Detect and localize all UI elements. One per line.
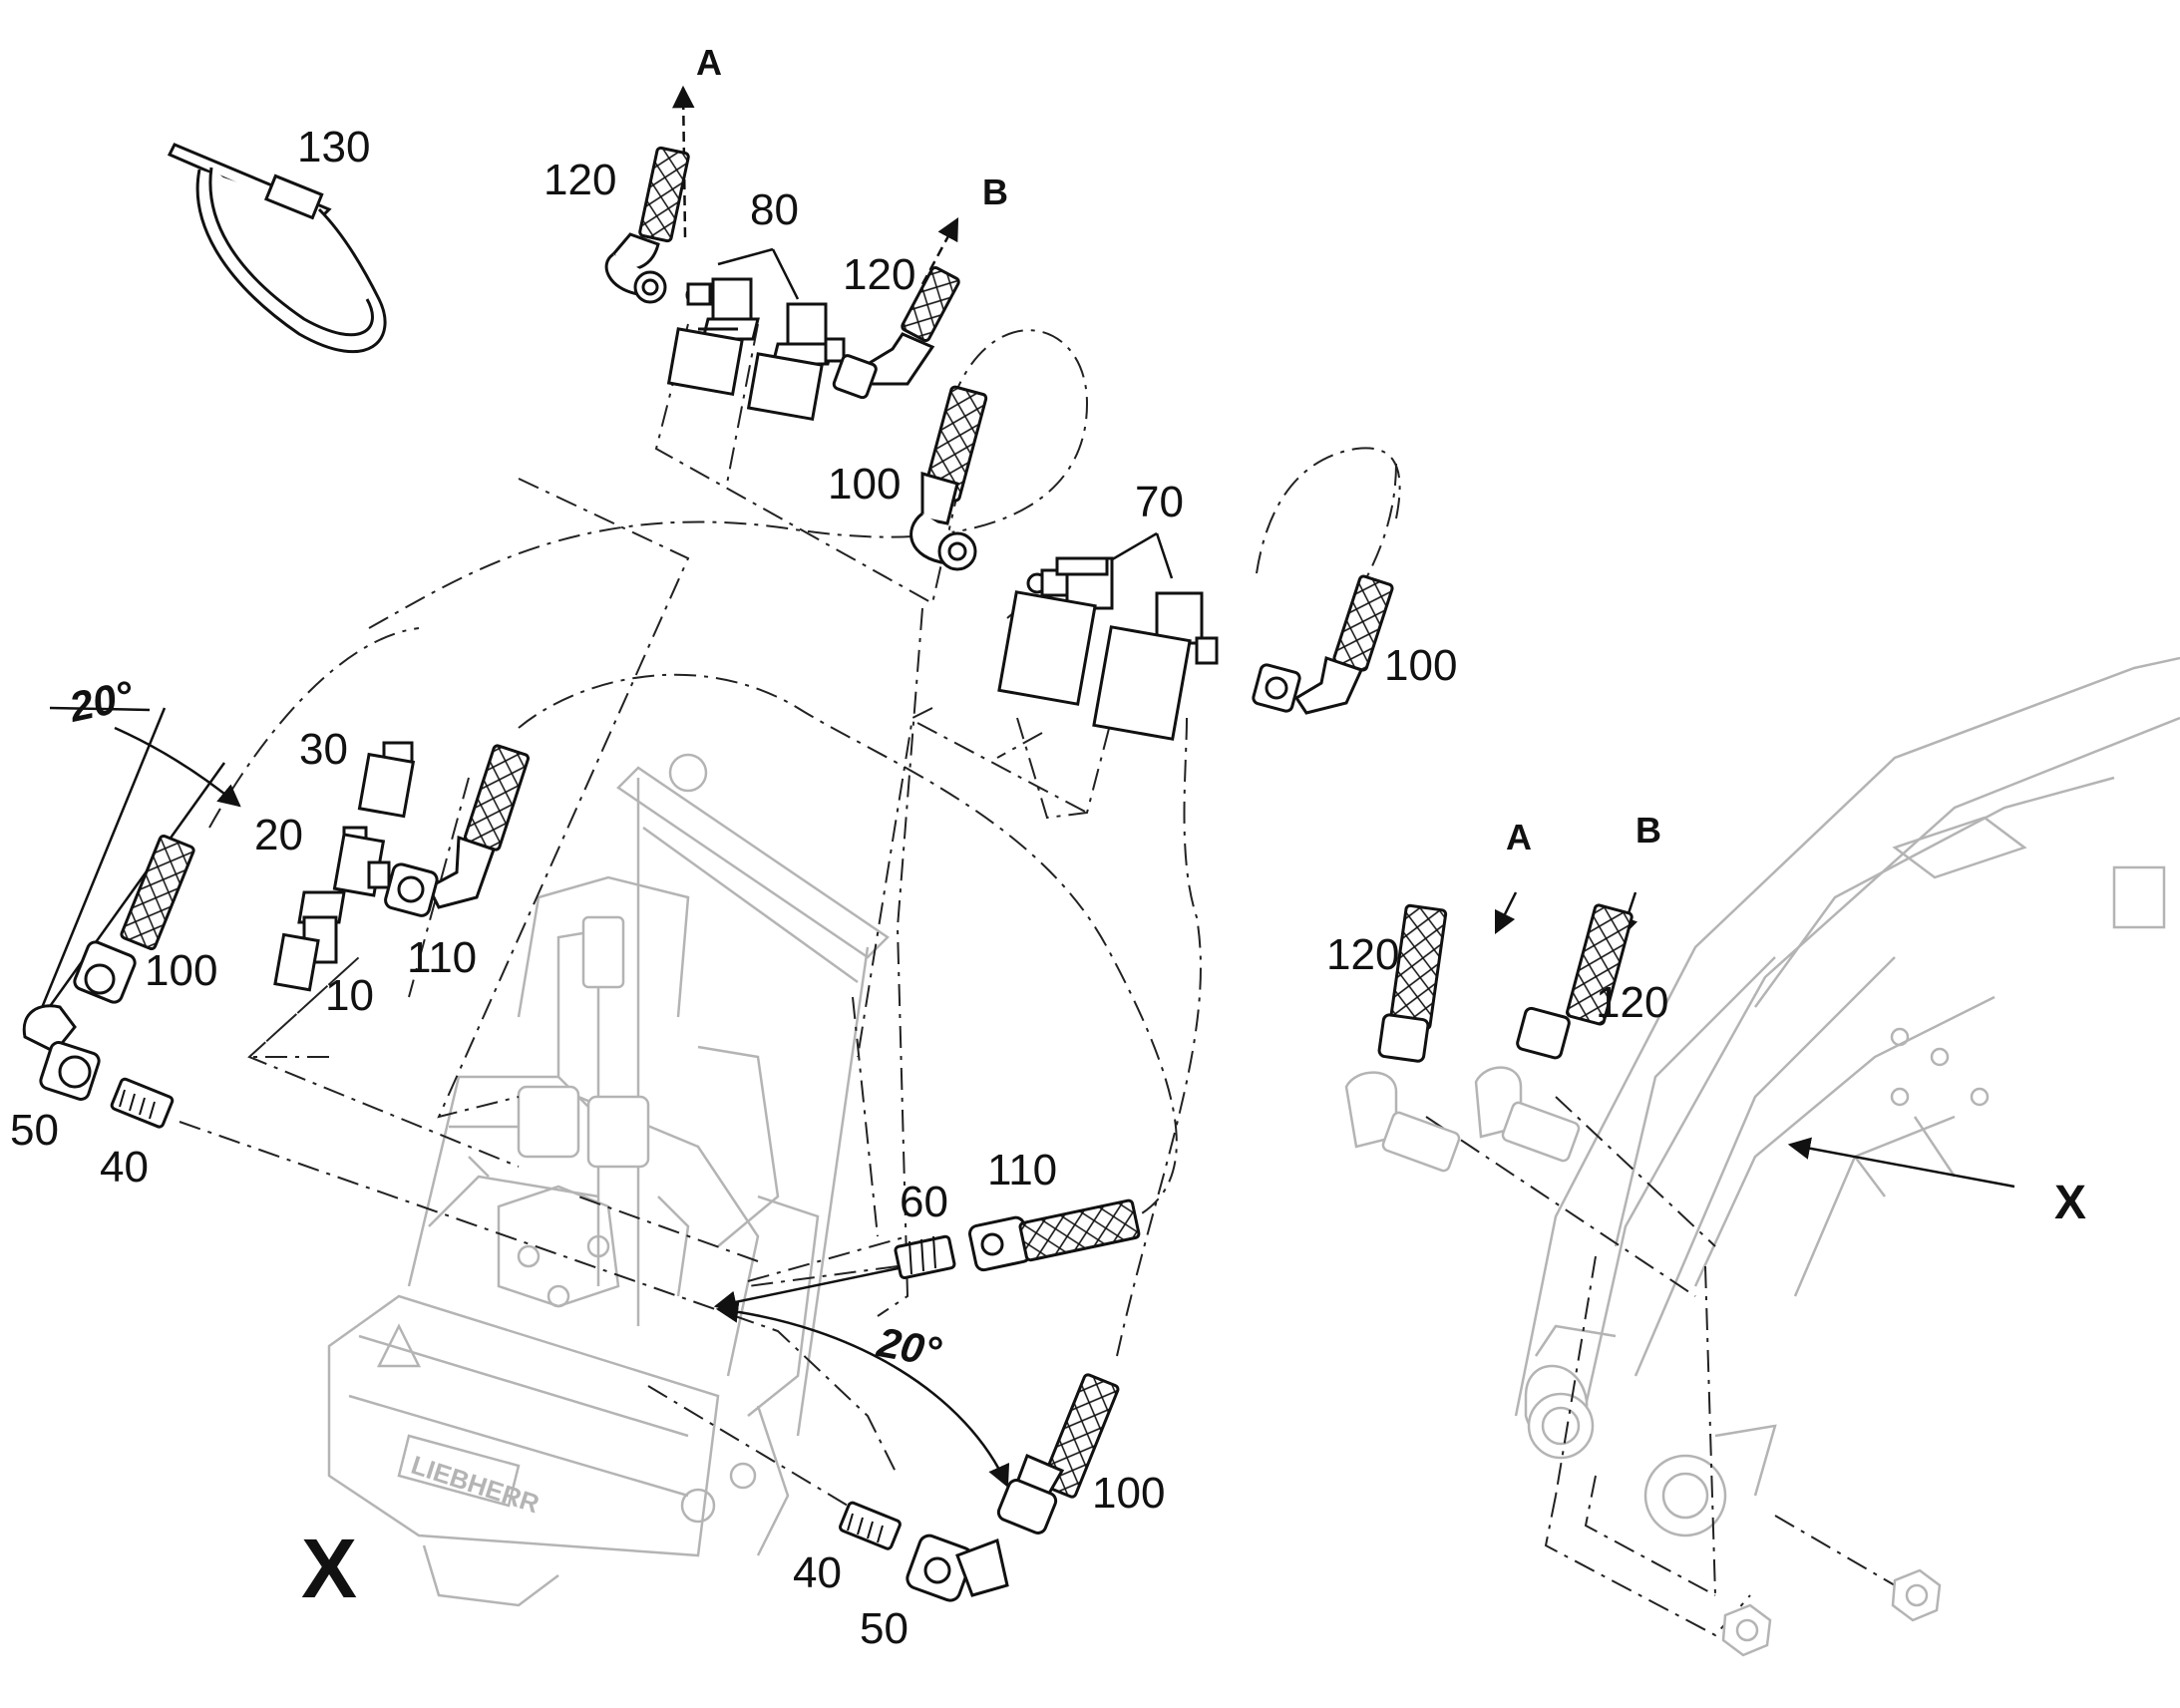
callout-110-bottom: 110 xyxy=(987,1146,1057,1195)
part-130-cable-tie xyxy=(167,143,387,354)
part-100-hose-left-angled xyxy=(73,834,195,1004)
callout-80: 80 xyxy=(750,185,799,234)
view-label-x-left: X xyxy=(301,1522,357,1615)
callout-120-a-right: 120 xyxy=(1326,930,1399,979)
part-80-couplings xyxy=(666,277,846,422)
hex-nuts xyxy=(1721,1568,1942,1657)
marker-b-right: B xyxy=(1635,810,1661,851)
part-40-nipple-left xyxy=(110,1077,175,1129)
callout-60: 60 xyxy=(900,1178,948,1226)
callout-20: 20 xyxy=(254,811,303,859)
angle-label-left: 20° xyxy=(64,671,138,731)
part-70-couplings xyxy=(997,556,1219,741)
part-60-adapter xyxy=(894,1234,956,1280)
parts-10-20-30-adapters xyxy=(273,741,416,992)
callout-50-bottom: 50 xyxy=(860,1604,908,1653)
callout-100-right: 100 xyxy=(1384,641,1457,690)
callout-120-b-right: 120 xyxy=(1596,978,1668,1027)
marker-a-top: A xyxy=(696,42,722,83)
part-120-hose-b-right xyxy=(1516,903,1634,1060)
marker-a-right: A xyxy=(1506,817,1532,857)
callout-50-left: 50 xyxy=(10,1106,59,1155)
callout-120-a-top: 120 xyxy=(544,156,616,204)
right-elbow-fittings xyxy=(1344,1066,1581,1173)
callout-100-left: 100 xyxy=(145,946,217,995)
callout-30: 30 xyxy=(299,725,348,774)
part-110-hose-bottom xyxy=(968,1198,1141,1272)
excavator-arm-background xyxy=(1514,656,2180,1537)
part-50-elbow-bottom xyxy=(906,1534,1009,1602)
part-100-hose-right xyxy=(1252,574,1394,715)
callout-120-b-top: 120 xyxy=(843,250,915,299)
view-label-x-right: X xyxy=(2054,1177,2086,1229)
callout-labels: 130 A 120 80 B 120 100 70 100 30 20 100 … xyxy=(10,42,2086,1653)
marker-b-top: B xyxy=(982,171,1008,212)
part-100-hose-bottom xyxy=(996,1373,1120,1535)
leader-lines xyxy=(26,85,2015,1489)
part-100-hose-top xyxy=(909,385,988,571)
part-110-hose-left xyxy=(384,744,531,917)
part-40-nipple-bottom xyxy=(839,1501,902,1550)
callout-10: 10 xyxy=(325,971,374,1020)
part-50-elbow-left xyxy=(22,1004,101,1101)
callout-40-left: 40 xyxy=(100,1143,149,1192)
callout-100-bottom: 100 xyxy=(1092,1469,1165,1518)
callout-110-left: 110 xyxy=(407,933,477,982)
callout-130: 130 xyxy=(297,123,370,171)
callout-40-bottom: 40 xyxy=(793,1548,842,1597)
callout-100-top: 100 xyxy=(828,460,901,509)
part-120-hose-b-top xyxy=(832,265,960,400)
part-120-hose-a-top xyxy=(604,146,690,304)
part-120-hose-a-right xyxy=(1377,903,1448,1063)
callout-70: 70 xyxy=(1135,478,1184,526)
angle-label-bottom: 20° xyxy=(873,1318,945,1376)
